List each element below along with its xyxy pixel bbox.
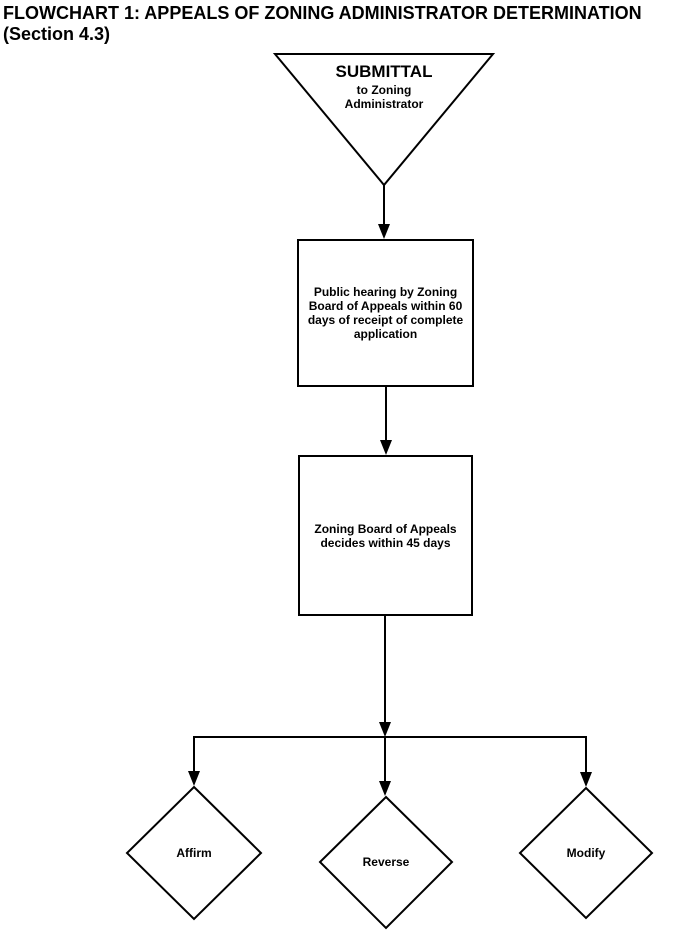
decision-text-line1: Zoning Board of Appeals [314,521,457,536]
public-hearing-text-line3: days of receipt of complete [307,313,464,327]
submittal-label: SUBMITTAL [335,62,433,81]
reverse-label: Reverse [362,855,410,869]
modify-diamond-shape [518,786,654,920]
reverse-diamond-shape [318,795,454,930]
public-hearing-text-line2: Board of Appeals within 60 [308,299,463,313]
modify-label: Modify [566,846,606,860]
branch-horizontal-line [193,736,587,773]
arrowhead-into-affirm [188,771,200,786]
arrowhead-at-branch-junction [379,722,391,737]
submittal-subtitle-line1: to Zoning [356,83,412,97]
public-hearing-text-line1: Public hearing by Zoning [313,285,458,299]
decision-text-line2: decides within 45 days [320,535,451,550]
decision-box-text: Zoning Board of Appeals decides within 4… [299,456,472,615]
arrowhead-into-box2 [380,440,392,455]
title-line-2: (Section 4.3) [3,24,111,44]
affirm-diamond-shape [125,785,263,921]
public-hearing-text-line4: application [353,327,418,341]
arrowhead-into-box1 [378,224,390,239]
title-line-1: FLOWCHART 1: APPEALS OF ZONING ADMINISTR… [3,3,642,23]
affirm-label: Affirm [176,846,212,860]
submittal-triangle-shape [272,53,496,187]
arrowhead-into-modify [580,772,592,787]
public-hearing-box-shape [297,239,474,387]
submittal-subtitle-line2: Administrator [344,97,424,111]
decision-box-shape [298,455,473,616]
public-hearing-box-text: Public hearing by Zoning Board of Appeal… [298,240,473,386]
arrowhead-into-reverse [379,781,391,796]
page-title: FLOWCHART 1: APPEALS OF ZONING ADMINISTR… [3,3,642,45]
